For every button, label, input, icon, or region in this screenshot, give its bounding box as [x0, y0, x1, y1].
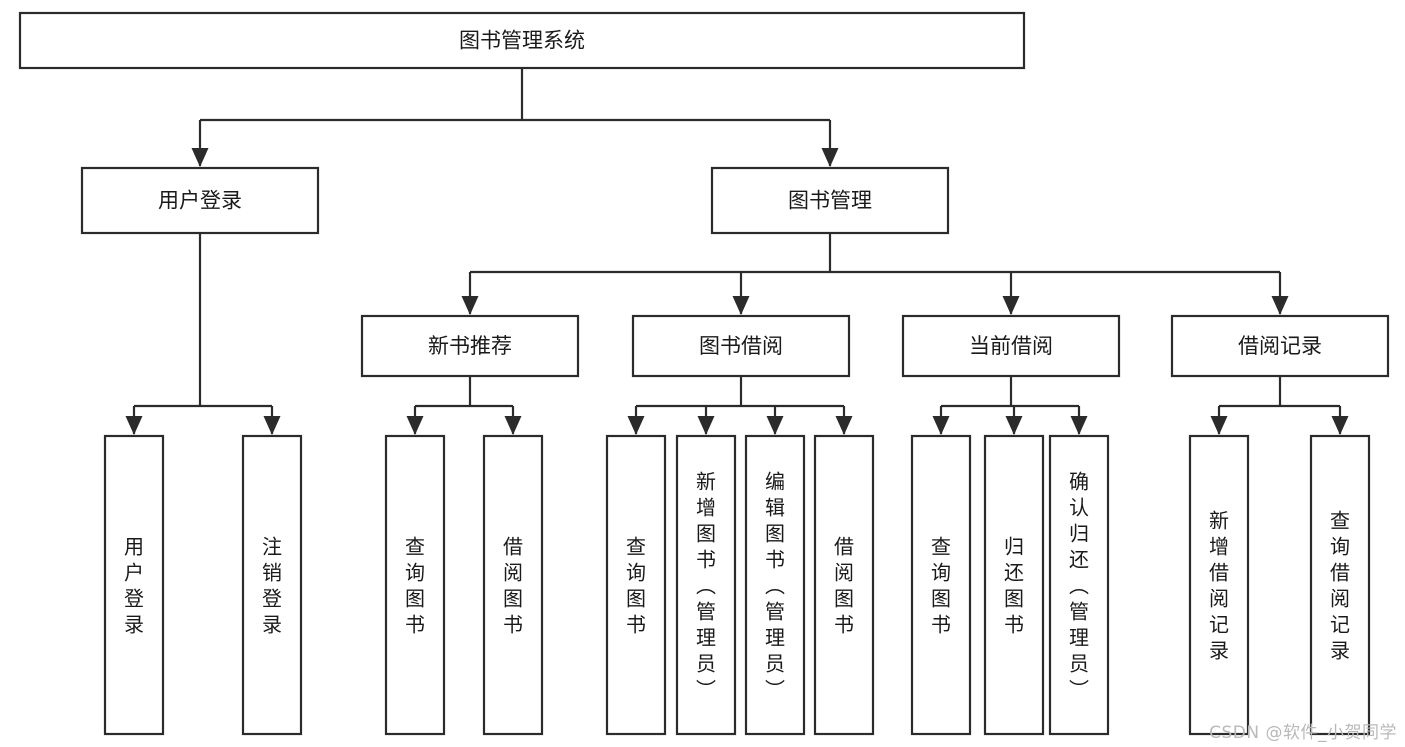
node-box-leaf-edit-book[interactable] — [744, 434, 806, 736]
node-leaf-return-book[interactable]: 归还图书 — [983, 434, 1045, 736]
node-label-leaf-borrow-book-2: 借阅图书 — [834, 534, 854, 636]
node-leaf-add-record[interactable]: 新增借阅记录 — [1188, 434, 1250, 736]
node-box-leaf-add-record[interactable] — [1188, 434, 1250, 736]
node-label-leaf-query-book-3: 查询图书 — [931, 534, 951, 636]
node-box-new-book-rec[interactable] — [360, 314, 580, 378]
arrow-head-icon — [932, 416, 950, 435]
node-leaf-user-login[interactable]: 用户登录 — [103, 434, 165, 736]
node-box-book-manage[interactable] — [710, 166, 950, 235]
arrow-head-icon — [627, 416, 645, 435]
node-box-root[interactable] — [18, 11, 1026, 70]
node-box-leaf-user-login[interactable] — [103, 434, 165, 736]
node-box-leaf-query-record[interactable] — [1309, 434, 1371, 736]
node-label-borrow-record: 借阅记录 — [1238, 334, 1322, 358]
node-layer: 图书管理系统用户登录图书管理新书推荐图书借阅当前借阅借阅记录用户登录注销登录查询… — [18, 11, 1390, 736]
node-box-leaf-confirm-return[interactable] — [1048, 434, 1110, 736]
node-leaf-logout[interactable]: 注销登录 — [241, 434, 303, 736]
arrow-head-icon — [191, 148, 209, 167]
node-box-current-borrow[interactable] — [901, 314, 1121, 378]
node-root[interactable]: 图书管理系统 — [18, 11, 1026, 70]
arrow-head-icon — [821, 148, 839, 167]
arrow-head-icon — [504, 416, 522, 435]
arrow-head-icon — [1210, 416, 1228, 435]
node-label-leaf-confirm-return: 确认归还︵管理员︶ — [1069, 469, 1089, 701]
node-box-leaf-query-book-2[interactable] — [605, 434, 667, 736]
node-label-book-manage: 图书管理 — [788, 189, 872, 213]
node-box-leaf-borrow-book-2[interactable] — [813, 434, 875, 736]
node-box-book-borrow[interactable] — [631, 314, 851, 378]
node-box-user-login[interactable] — [80, 166, 320, 235]
arrow-head-icon — [766, 416, 784, 435]
node-label-leaf-borrow-book-1: 借阅图书 — [503, 534, 523, 636]
node-leaf-borrow-book-2[interactable]: 借阅图书 — [813, 434, 875, 736]
node-borrow-record[interactable]: 借阅记录 — [1170, 314, 1390, 378]
arrow-head-icon — [697, 416, 715, 435]
node-box-leaf-query-book-3[interactable] — [910, 434, 972, 736]
node-box-leaf-return-book[interactable] — [983, 434, 1045, 736]
arrow-head-icon — [1005, 416, 1023, 435]
arrow-head-icon — [1331, 416, 1349, 435]
connector-layer — [125, 68, 1349, 435]
node-label-leaf-query-book-2: 查询图书 — [626, 534, 646, 636]
watermark-text: CSDN @软件_小贺同学 — [1209, 723, 1397, 743]
node-label-leaf-logout: 注销登录 — [262, 534, 282, 636]
arrow-head-icon — [125, 416, 143, 435]
node-leaf-borrow-book-1[interactable]: 借阅图书 — [482, 434, 544, 736]
node-label-user-login: 用户登录 — [158, 189, 242, 213]
node-label-root: 图书管理系统 — [459, 29, 585, 53]
arrow-head-icon — [1002, 296, 1020, 315]
node-leaf-query-book-1[interactable]: 查询图书 — [384, 434, 446, 736]
node-leaf-edit-book[interactable]: 编辑图书︵管理员︶ — [744, 434, 806, 736]
node-leaf-query-record[interactable]: 查询借阅记录 — [1309, 434, 1371, 736]
node-label-new-book-rec: 新书推荐 — [428, 334, 512, 358]
node-book-manage[interactable]: 图书管理 — [710, 166, 950, 235]
node-label-leaf-user-login: 用户登录 — [124, 534, 144, 636]
node-label-leaf-query-record: 查询借阅记录 — [1330, 508, 1350, 662]
node-label-leaf-add-book: 新增图书︵管理员︶ — [696, 469, 716, 701]
node-box-leaf-borrow-book-1[interactable] — [482, 434, 544, 736]
node-leaf-query-book-3[interactable]: 查询图书 — [910, 434, 972, 736]
node-label-leaf-query-book-1: 查询图书 — [405, 534, 425, 636]
node-box-leaf-add-book[interactable] — [675, 434, 737, 736]
arrow-head-icon — [1271, 296, 1289, 315]
node-current-borrow[interactable]: 当前借阅 — [901, 314, 1121, 378]
arrow-head-icon — [406, 416, 424, 435]
arrow-head-icon — [1070, 416, 1088, 435]
node-box-borrow-record[interactable] — [1170, 314, 1390, 378]
node-label-book-borrow: 图书借阅 — [699, 334, 783, 358]
node-box-leaf-query-book-1[interactable] — [384, 434, 446, 736]
node-book-borrow[interactable]: 图书借阅 — [631, 314, 851, 378]
node-label-leaf-return-book: 归还图书 — [1004, 534, 1024, 636]
node-leaf-confirm-return[interactable]: 确认归还︵管理员︶ — [1048, 434, 1110, 736]
arrow-head-icon — [732, 296, 750, 315]
arrow-head-icon — [835, 416, 853, 435]
node-new-book-rec[interactable]: 新书推荐 — [360, 314, 580, 378]
node-box-leaf-logout[interactable] — [241, 434, 303, 736]
node-leaf-add-book[interactable]: 新增图书︵管理员︶ — [675, 434, 737, 736]
arrow-head-icon — [461, 296, 479, 315]
node-label-leaf-add-record: 新增借阅记录 — [1209, 508, 1229, 662]
node-user-login[interactable]: 用户登录 — [80, 166, 320, 235]
node-leaf-query-book-2[interactable]: 查询图书 — [605, 434, 667, 736]
node-label-current-borrow: 当前借阅 — [969, 334, 1053, 358]
node-label-leaf-edit-book: 编辑图书︵管理员︶ — [765, 469, 785, 701]
arrow-head-icon — [263, 416, 281, 435]
